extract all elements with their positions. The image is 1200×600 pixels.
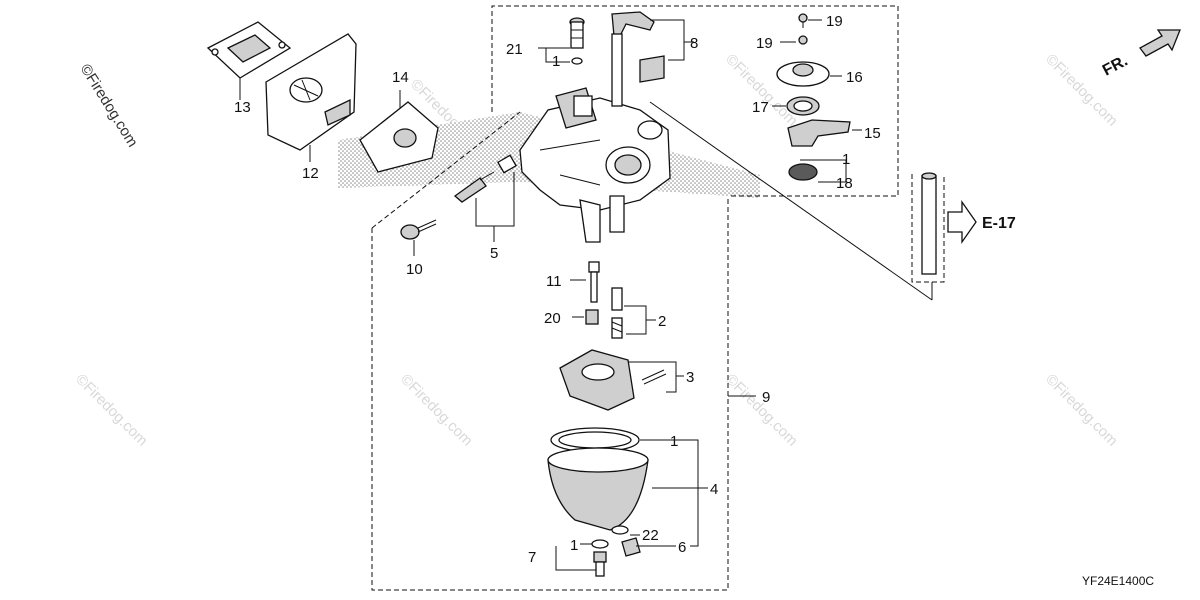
front-arrow-label: FR.: [1100, 52, 1131, 79]
watermark-side: ©Firedog.com: [77, 61, 141, 150]
callout-10: 10: [406, 261, 423, 278]
part-8-choke-lever: [611, 11, 694, 107]
callout-20: 20: [544, 310, 561, 327]
part-7-screw: [555, 539, 609, 577]
part-10-screw: [400, 219, 437, 256]
callout-8: 8: [690, 35, 698, 52]
callout-18: 18: [836, 175, 853, 192]
callout-12: 12: [302, 165, 319, 182]
callout-5: 5: [490, 245, 498, 262]
callout-11: 11: [546, 273, 562, 290]
reference-arrow-icon: [947, 199, 977, 245]
callout-14: 14: [392, 69, 409, 86]
callout-1-d: 1: [570, 537, 578, 554]
part-12-insulator: [265, 33, 357, 162]
part-5-pilot-screw: [453, 154, 517, 242]
callout-1-a: 1: [552, 53, 560, 70]
group-outline-upper: [491, 5, 899, 197]
callout-4: 4: [710, 481, 718, 498]
watermark-tile: ©Firedog.com: [722, 371, 801, 450]
part-21-drain-screw: [538, 17, 585, 65]
callout-19-b: 19: [756, 35, 773, 52]
watermark-tile: ©Firedog.com: [397, 371, 476, 450]
part-11-float-needle: [570, 261, 600, 303]
callout-1-b: 1: [842, 151, 850, 168]
part-20-main-jet: [572, 309, 599, 325]
callout-21: 21: [506, 41, 523, 58]
part-4-float-chamber: [547, 427, 708, 547]
callout-19-a: 19: [826, 13, 843, 30]
carburetor-body: [519, 87, 671, 243]
callout-16: 16: [846, 69, 863, 86]
reference-label: E-17: [982, 215, 1016, 232]
diagram-code: YF24E1400C: [1082, 574, 1154, 588]
watermark-tile: ©Firedog.com: [722, 51, 801, 130]
callout-7: 7: [528, 549, 536, 566]
callouts: 13 12 14 10 5 21 1 8 19 19 16 17 15 1 18…: [234, 13, 881, 566]
callout-17: 17: [752, 99, 769, 116]
callout-22: 22: [642, 527, 659, 544]
callout-13: 13: [234, 99, 251, 116]
part-6-drain-bolt: [611, 525, 676, 557]
parts-15-19-stack: [772, 13, 862, 183]
part-2-jets: [611, 287, 656, 339]
part-3-float: [559, 349, 684, 411]
callout-1-c: 1: [670, 433, 678, 450]
tube-outline: [911, 174, 945, 283]
callout-15: 15: [864, 125, 881, 142]
callout-6: 6: [678, 539, 686, 556]
group-outline-diagonal: [371, 111, 521, 229]
front-arrow-icon: [1139, 29, 1181, 57]
tube-part: [921, 172, 977, 275]
front-direction-arrow: FR.: [1100, 29, 1181, 80]
callout-3: 3: [686, 369, 694, 386]
group-outline-lower: [371, 196, 729, 591]
part-14-gasket: [359, 90, 439, 173]
callout-2: 2: [658, 313, 666, 330]
tube-leader: [649, 101, 933, 301]
watermark-tile: ©Firedog.com: [72, 371, 151, 450]
callout-9: 9: [762, 389, 770, 406]
watermark-tile: ©Firedog.com: [1042, 371, 1121, 450]
part-13-gasket: [206, 21, 292, 100]
